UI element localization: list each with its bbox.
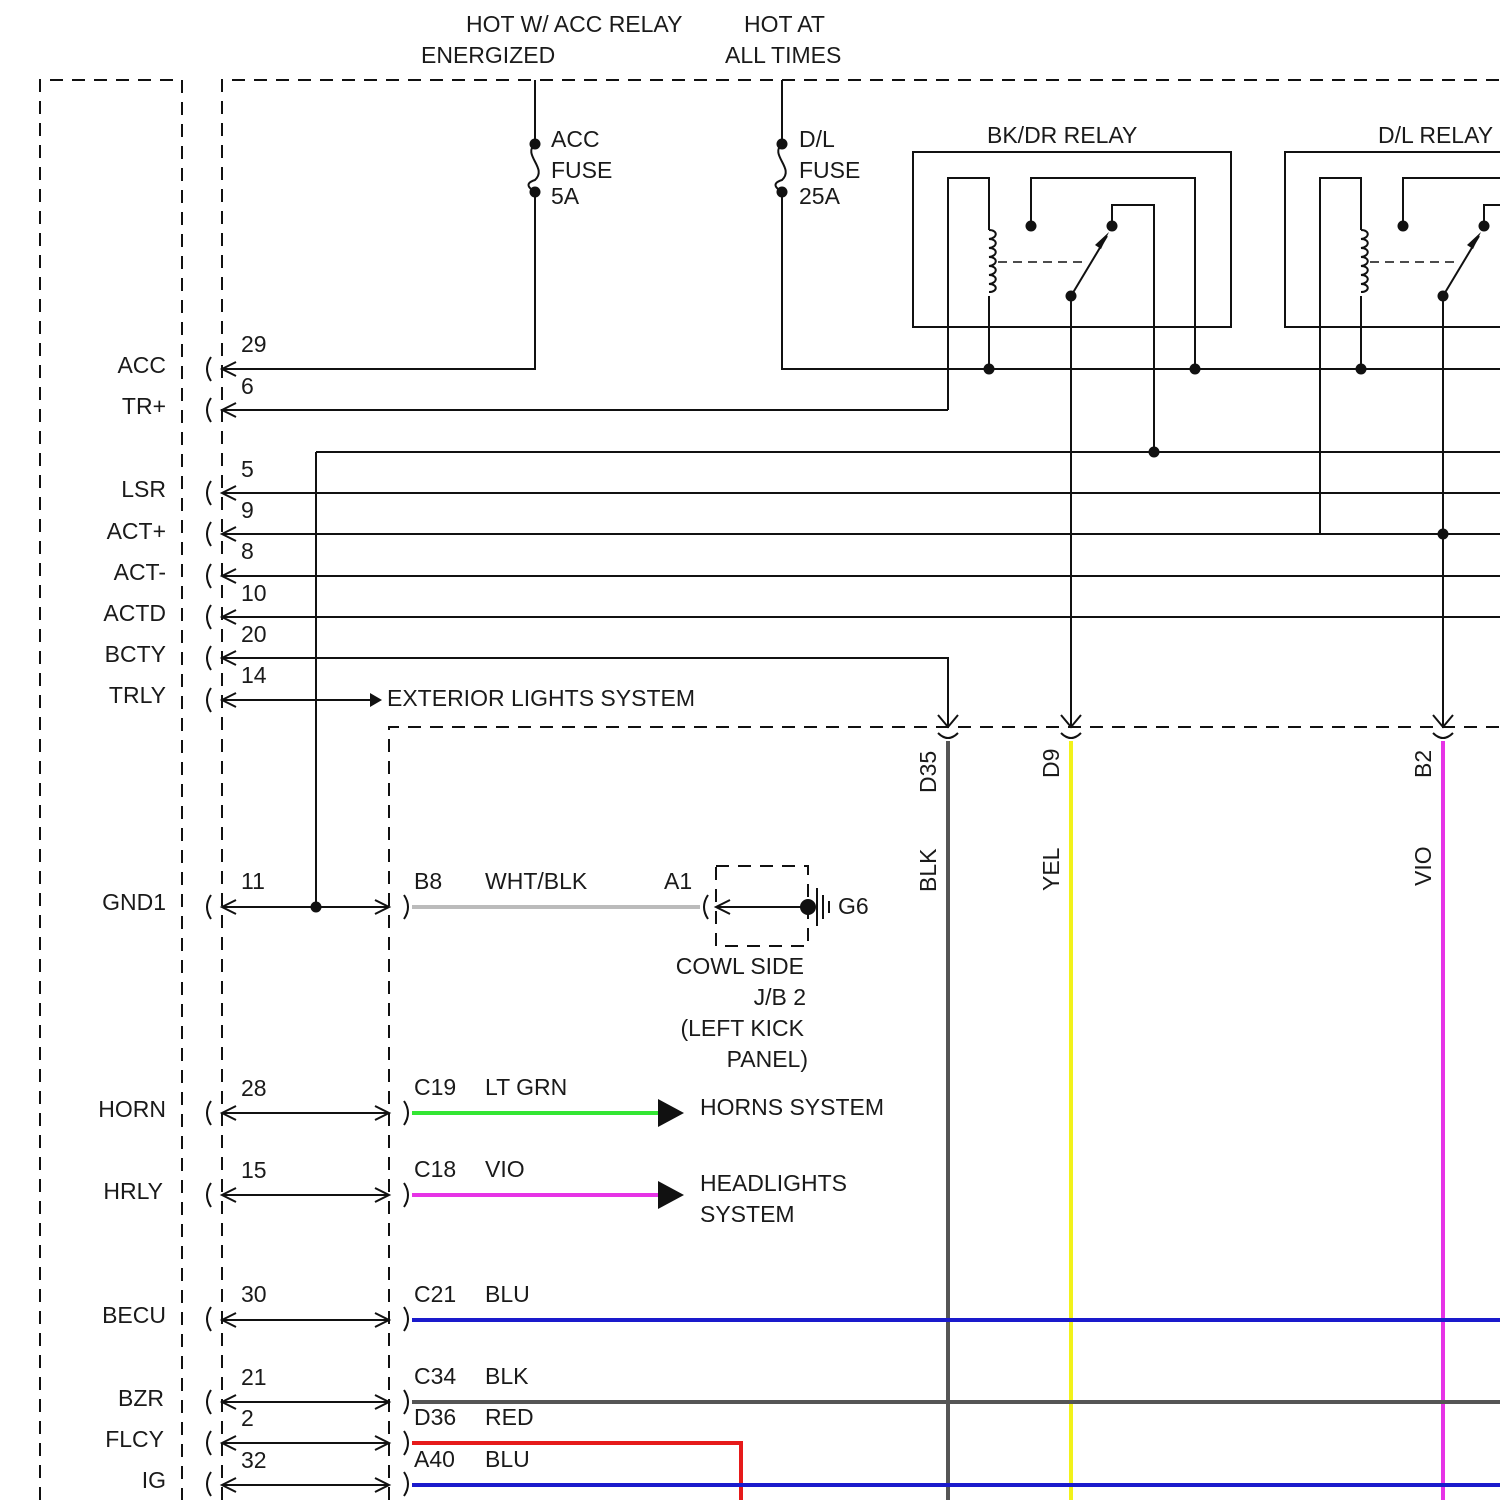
module-connectors <box>207 357 211 1496</box>
pin-number: 10 <box>241 580 267 606</box>
circuit-wire-blk: BLK <box>485 1363 529 1389</box>
pin-label-bzr: BZR <box>118 1385 164 1411</box>
circuit-connector-c34: C34 <box>414 1363 456 1389</box>
pin-number: 9 <box>241 497 254 523</box>
pin-number: 2 <box>241 1405 254 1431</box>
acc-fuse-word: FUSE <box>551 157 612 183</box>
acc-relay-label-2: ENERGIZED <box>421 42 555 68</box>
vertical-wire-blk: BLK <box>915 848 941 892</box>
pin-label-actd: ACTD <box>103 600 166 626</box>
ground-circuit <box>404 866 829 946</box>
pin-label-act-minus: ACT- <box>114 559 166 585</box>
horns-system-label: HORNS SYSTEM <box>700 1094 884 1120</box>
pin-label-trly: TRLY <box>109 682 166 708</box>
ground-location-4: PANEL) <box>727 1046 808 1072</box>
pin-number: 30 <box>241 1281 267 1307</box>
pin-number: 20 <box>241 621 267 647</box>
pin-number: 6 <box>241 373 254 399</box>
headlights-system-label-1: HEADLIGHTS <box>700 1170 847 1196</box>
pin-label-becu: BECU <box>102 1302 166 1328</box>
circuit-connector-c21: C21 <box>414 1281 456 1307</box>
dl-relay-label: D/L RELAY <box>1378 122 1493 148</box>
circuit-wire-blu: BLU <box>485 1281 530 1307</box>
dl-relay <box>1285 152 1500 727</box>
pin-label-bcty: BCTY <box>105 641 166 667</box>
vertical-colored-wires <box>938 733 1453 1500</box>
pin-number: 5 <box>241 456 254 482</box>
pin-label-ig: IG <box>142 1467 166 1493</box>
lower-colored-wires <box>412 1099 1500 1500</box>
pin-number: 11 <box>241 868 265 894</box>
ground-location-3: (LEFT KICK <box>680 1015 804 1041</box>
pin-label-horn: HORN <box>98 1096 166 1122</box>
circuit-connector-a40: A40 <box>414 1446 455 1472</box>
ground-connector: B8 <box>414 868 442 894</box>
exterior-lights-label: EXTERIOR LIGHTS SYSTEM <box>387 685 695 711</box>
pin-label-tr-plus: TR+ <box>122 393 166 419</box>
circuit-wire-blu-2: BLU <box>485 1446 530 1472</box>
pin-number: 8 <box>241 538 254 564</box>
circuit-connector-c19: C19 <box>414 1074 456 1100</box>
bkdr-relay <box>913 152 1231 727</box>
circuit-wire-red: RED <box>485 1404 534 1430</box>
pin-label-hrly: HRLY <box>103 1178 163 1204</box>
pin-number: 15 <box>241 1157 267 1183</box>
module-wires <box>222 410 1500 913</box>
acc-fuse-rating: 5A <box>551 183 580 209</box>
dl-fuse-word: FUSE <box>799 157 860 183</box>
headlights-system-label-2: SYSTEM <box>700 1201 795 1227</box>
circuit-wire-lt-grn: LT GRN <box>485 1074 567 1100</box>
circuit-wire-vio: VIO <box>485 1156 525 1182</box>
pin-label-lsr: LSR <box>121 476 166 502</box>
ground-jb-pin: A1 <box>664 868 692 894</box>
hot-all-times-label-1: HOT AT <box>744 11 825 37</box>
acc-fuse-name: ACC <box>551 126 600 152</box>
pin-numbers: 29 6 5 9 8 10 20 14 11 28 15 30 21 2 32 <box>241 331 267 1473</box>
pin-label-gnd1: GND1 <box>102 889 166 915</box>
pin-number: 14 <box>241 662 267 688</box>
vertical-connector-b2: B2 <box>1410 750 1436 778</box>
ground-location-2: J/B 2 <box>754 984 806 1010</box>
pin-number: 21 <box>241 1364 267 1390</box>
bkdr-relay-label: BK/DR RELAY <box>987 122 1137 148</box>
ground-point: G6 <box>838 893 869 919</box>
hot-all-times-label-2: ALL TIMES <box>725 42 841 68</box>
acc-fuse <box>222 80 541 376</box>
ground-location-1: COWL SIDE <box>676 953 804 979</box>
ground-wire-color: WHT/BLK <box>485 868 588 894</box>
pin-label-flcy: FLCY <box>105 1426 164 1452</box>
pin-labels: ACC TR+ LSR ACT+ ACT- ACTD BCTY TRLY GND… <box>98 352 166 1493</box>
pin-number: 28 <box>241 1075 267 1101</box>
pin-number: 32 <box>241 1447 267 1473</box>
lower-connectors <box>404 1101 408 1496</box>
pin-label-act-plus: ACT+ <box>107 518 166 544</box>
acc-relay-label-1: HOT W/ ACC RELAY <box>466 11 682 37</box>
circuit-connector-d36: D36 <box>414 1404 456 1430</box>
dl-fuse-rating: 25A <box>799 183 841 209</box>
vertical-connector-d35: D35 <box>915 751 941 793</box>
dl-fuse-name: D/L <box>799 126 835 152</box>
vertical-connector-d9: D9 <box>1038 749 1064 778</box>
vertical-wire-vio: VIO <box>1410 846 1436 886</box>
circuit-connector-c18: C18 <box>414 1156 456 1182</box>
vertical-wire-yel: YEL <box>1038 847 1064 891</box>
pin-label-acc: ACC <box>117 352 166 378</box>
pin-number: 29 <box>241 331 267 357</box>
